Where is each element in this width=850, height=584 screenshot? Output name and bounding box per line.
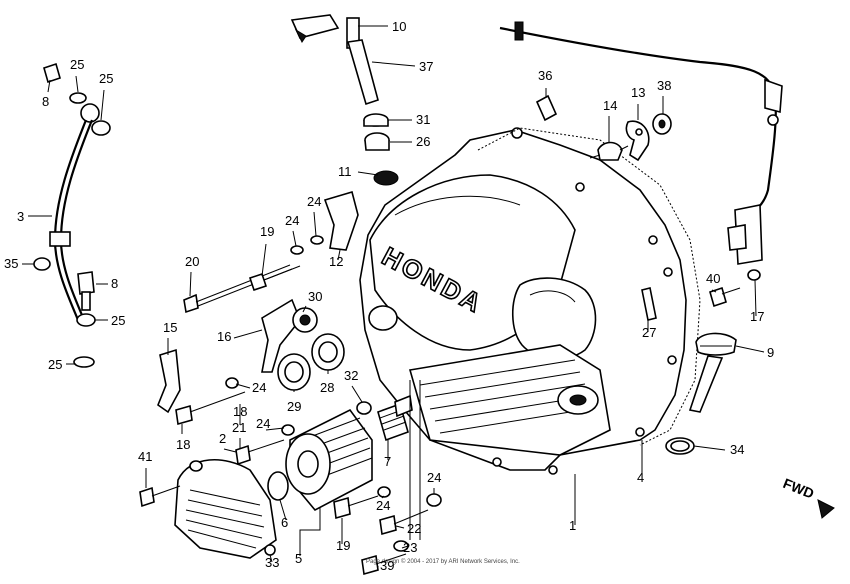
part-callout-c20: 20 [185,254,199,269]
part-callout-c41: 41 [138,449,152,464]
part-callout-c17: 17 [750,309,764,324]
part-callout-c15: 15 [163,320,177,335]
part-callout-c7: 7 [384,454,391,469]
part-callout-c36: 36 [538,68,552,83]
part-callout-c12: 12 [329,254,343,269]
part-callout-c24c: 24 [252,380,266,395]
part-callout-c16: 16 [217,329,231,344]
bolts-and-bearings-part [157,190,413,442]
part-callout-c21: 21 [232,420,246,435]
part-callout-c29: 29 [287,399,301,414]
copyright-text: Page design © 2004 - 2017 by ARI Network… [366,558,520,565]
part-callout-c8b: 8 [111,276,118,291]
part-callout-c38: 38 [657,78,671,93]
part-callout-c25a: 25 [70,57,84,72]
part-callout-c24d: 24 [256,416,270,431]
part-callout-c34: 34 [730,442,744,457]
part-callout-c24e: 24 [427,470,441,485]
part-callout-c1: 1 [569,518,576,533]
part-callout-c23: 23 [403,540,417,555]
part-callout-c37: 37 [419,59,433,74]
part-callout-c22: 22 [407,521,421,536]
part-callout-c24f: 24 [376,498,390,513]
part-callout-c3: 3 [17,209,24,224]
part-callout-c19a: 19 [260,224,274,239]
push-rod-part [290,14,399,186]
part-callout-c40: 40 [706,271,720,286]
leader-lines [22,25,765,570]
part-callout-c32: 32 [344,368,358,383]
part-callout-c9: 9 [767,345,774,360]
part-callout-c19b: 19 [336,538,350,553]
part-callout-c2: 2 [219,431,226,446]
part-callout-c10: 10 [392,19,406,34]
part-callout-c13: 13 [631,85,645,100]
part-callout-c4: 4 [637,470,644,485]
part-callout-c26: 26 [416,134,430,149]
fwd-label: FWD [781,475,817,502]
crankcase-cover-part [359,127,701,475]
part-callout-c11: 11 [338,164,352,179]
part-callout-c39: 39 [380,558,394,573]
part-callout-c31: 31 [416,112,430,127]
small-fittings-part [535,94,672,162]
part-callout-c18b: 18 [176,437,190,452]
part-callout-c5: 5 [295,551,302,566]
part-callout-c30: 30 [308,289,322,304]
part-callout-c25c: 25 [111,313,125,328]
forward-direction-indicator: FWD [781,475,835,519]
part-callout-c8a: 8 [42,94,49,109]
part-callout-c33: 33 [265,555,279,570]
dipstick-part [641,269,761,455]
part-callout-c25d: 25 [48,357,62,372]
part-callout-c24b: 24 [307,194,321,209]
part-callout-c25b: 25 [99,71,113,86]
part-callout-c24a: 24 [285,213,299,228]
clutch-cable-part [499,21,783,265]
part-callout-c18a: 18 [233,404,247,419]
part-callout-c27: 27 [642,325,656,340]
part-callout-c28: 28 [320,380,334,395]
oil-filter-part [139,408,442,576]
oil-pipe-part [33,62,111,368]
part-callout-c6: 6 [281,515,288,530]
part-callout-c35: 35 [4,256,18,271]
part-callout-c14: 14 [603,98,617,113]
